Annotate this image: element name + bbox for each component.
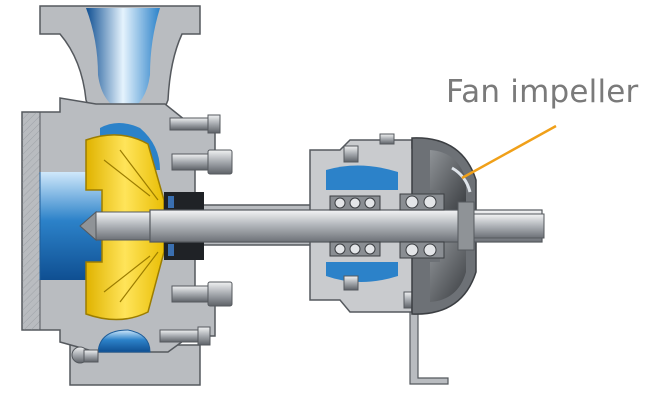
fan-impeller-label: Fan impeller xyxy=(446,74,639,110)
impeller xyxy=(79,134,167,321)
ball-bearings xyxy=(329,193,445,259)
gland-packing xyxy=(164,192,204,260)
shaft xyxy=(149,201,545,251)
fan-impeller xyxy=(430,150,472,302)
discharge-nozzle xyxy=(39,5,201,116)
callout-leader-line xyxy=(461,124,557,180)
casing-bolts xyxy=(71,114,233,364)
